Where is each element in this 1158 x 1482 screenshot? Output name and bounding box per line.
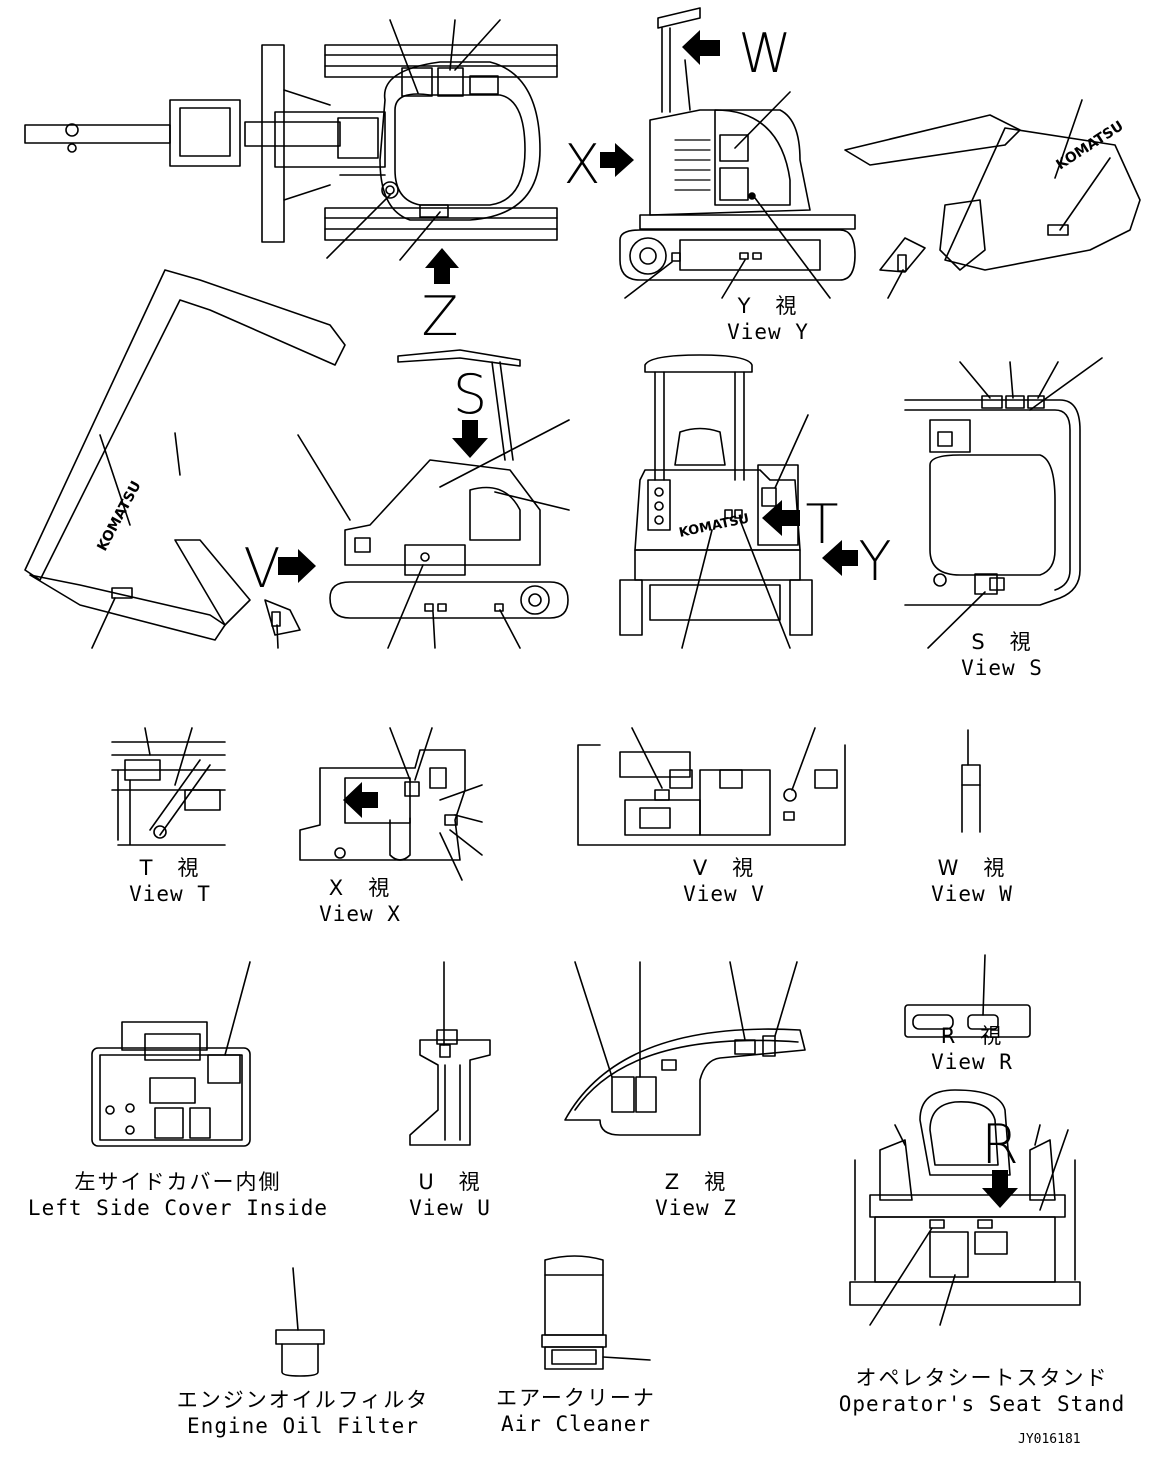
drawing-code: JY016181 (1018, 1432, 1081, 1447)
view-z-caption-en: View Z (655, 1196, 737, 1220)
engine-oil-filter-drawing (276, 1268, 324, 1376)
arrow-x-inset-icon (343, 782, 378, 818)
view-v-drawing (578, 728, 845, 845)
view-w-caption-jp: W 視 (937, 856, 1007, 880)
view-u-caption-jp: U 視 (418, 1170, 482, 1194)
brand-decal-rear: KOMATSU (678, 511, 751, 541)
view-x-drawing (300, 728, 482, 880)
arrow-label-v: V (243, 537, 281, 600)
view-z-drawing (565, 962, 805, 1135)
arrow-label-r: R (981, 1113, 1019, 1176)
rear-view-machine: KOMATSU (620, 355, 812, 648)
view-z-caption-jp: Z 視 (664, 1170, 728, 1194)
arrow-label-z: Z (421, 285, 459, 348)
arrow-t-icon (762, 500, 800, 536)
engine-oil-filter-caption-en: Engine Oil Filter (187, 1414, 419, 1438)
view-v-caption-jp: V 視 (692, 856, 756, 880)
view-t-caption-jp: T 視 (139, 856, 201, 880)
arrow-label-t: T (805, 493, 839, 556)
arrow-label-s: S (452, 363, 488, 426)
engine-oil-filter-caption-jp: エンジンオイルフィルタ (176, 1388, 430, 1412)
air-cleaner-drawing (542, 1256, 650, 1369)
left-side-cover-caption-en: Left Side Cover Inside (27, 1196, 329, 1220)
view-r-caption-en: View R (931, 1050, 1013, 1074)
view-r-drawing (905, 955, 1030, 1037)
brand-decal-boom-2: KOMATSU (94, 479, 144, 554)
view-t-caption-en: View T (129, 882, 211, 906)
view-s-caption-jp: S 視 (971, 630, 1033, 654)
operator-seat-stand-caption-jp: オペレタシートスタンド (855, 1366, 1109, 1390)
view-v-caption-en: View V (683, 882, 765, 906)
view-w-drawing (962, 730, 980, 832)
view-t-drawing (112, 728, 225, 845)
view-x-caption-en: View X (319, 902, 401, 926)
arrow-label-w: W (738, 22, 792, 85)
arrow-w-icon (682, 30, 720, 65)
operator-seat-stand-drawing (850, 1090, 1080, 1325)
view-w-caption-en: View W (931, 882, 1013, 906)
arrow-y-icon (822, 540, 858, 576)
arrow-v-icon (278, 549, 316, 583)
view-s-caption-en: View S (961, 656, 1043, 680)
view-r-caption-jp: R 視 (940, 1024, 1004, 1048)
view-y-caption-jp: Y 視 (737, 294, 799, 318)
arrow-x-icon (600, 143, 634, 177)
arrow-r-icon (982, 1170, 1018, 1208)
view-x-caption-jp: X 視 (328, 876, 392, 900)
view-y-caption-en: View Y (727, 320, 809, 344)
operator-seat-stand-caption-en: Operator's Seat Stand (838, 1392, 1126, 1416)
top-view-machine (25, 20, 557, 260)
arrow-s-icon (452, 420, 488, 458)
arrow-label-y: Y (858, 530, 892, 593)
left-side-cover-drawing (92, 962, 250, 1146)
side-view-machine-left: KOMATSU (25, 270, 569, 648)
air-cleaner-caption-en: Air Cleaner (500, 1412, 652, 1436)
view-s-drawing (905, 358, 1102, 648)
view-u-drawing (410, 962, 490, 1145)
arrow-label-x: X (563, 133, 601, 196)
arrow-z-icon (425, 248, 459, 284)
air-cleaner-caption-jp: エアークリーナ (496, 1386, 656, 1410)
left-side-cover-caption-jp: 左サイドカバー内側 (74, 1170, 282, 1194)
view-u-caption-en: View U (409, 1196, 491, 1220)
